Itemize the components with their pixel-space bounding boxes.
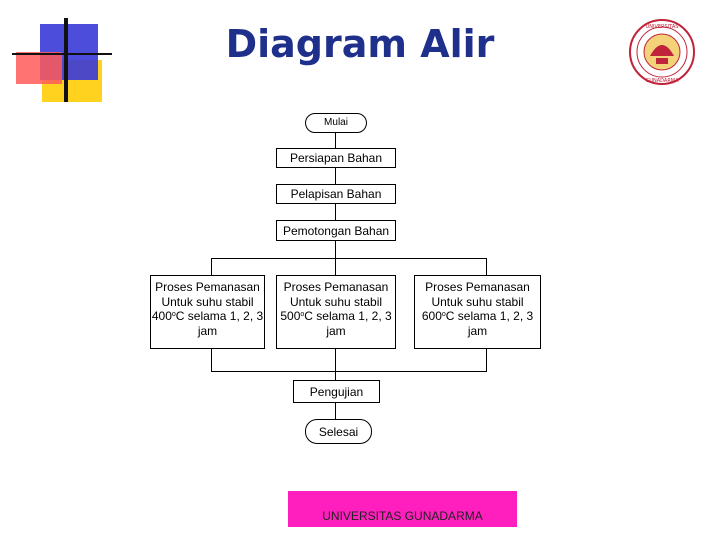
decor-red-square — [16, 52, 62, 84]
decor-horizontal-bar — [12, 53, 112, 55]
heating-line2: Untuk suhu stabil — [289, 294, 383, 309]
heating-line4: jam — [467, 323, 488, 338]
degree-symbol: o — [171, 311, 176, 318]
heating-line1: Proses Pemanasan — [283, 280, 389, 294]
heating-line1: Proses Pemanasan — [155, 280, 260, 294]
start-terminal: Mulai — [305, 113, 367, 133]
heating-line2: Untuk suhu stabil — [431, 294, 524, 309]
end-terminal: Selesai — [305, 419, 372, 444]
heating-line3: 600oC selama 1, 2, 3 — [422, 309, 533, 324]
heating-box-400: Proses Pemanasan Untuk suhu stabil 400oC… — [150, 275, 265, 349]
connector — [486, 258, 487, 276]
heating-temp: 600 — [421, 309, 442, 323]
heating-temp: 400 — [151, 309, 172, 323]
split-bar — [211, 258, 487, 259]
heating-duration: C selama 1, 2, 3 — [304, 309, 392, 323]
step-pemotongan-bahan: Pemotongan Bahan — [276, 220, 396, 241]
connector — [335, 203, 336, 220]
svg-text:GUNADARMA: GUNADARMA — [645, 78, 679, 84]
step-pelapisan-bahan: Pelapisan Bahan — [276, 184, 396, 204]
heating-duration: C selama 1, 2, 3 — [445, 309, 534, 323]
slide-title: Diagram Alir — [225, 22, 495, 66]
connector — [486, 348, 487, 372]
heating-line3: 500oC selama 1, 2, 3 — [280, 309, 391, 324]
connector — [211, 258, 212, 276]
merge-bar — [211, 371, 487, 372]
heating-line3: 400oC selama 1, 2, 3 — [152, 309, 263, 324]
heating-line2: Untuk suhu stabil — [161, 294, 254, 309]
degree-symbol: o — [441, 311, 446, 318]
connector — [335, 167, 336, 184]
connector — [335, 348, 336, 381]
heating-duration: C selama 1, 2, 3 — [175, 309, 264, 323]
connector — [335, 132, 336, 148]
footer-banner: UNIVERSITAS GUNADARMA — [288, 491, 517, 527]
heating-line4: jam — [197, 323, 218, 338]
university-logo: UNIVERSITAS GUNADARMA — [629, 19, 695, 85]
connector — [211, 348, 212, 372]
svg-text:UNIVERSITAS: UNIVERSITAS — [646, 24, 679, 30]
heating-line4: jam — [326, 323, 346, 338]
decor-vertical-bar — [64, 18, 68, 102]
heating-line1: Proses Pemanasan — [425, 280, 530, 294]
degree-symbol: o — [300, 311, 305, 318]
heating-box-500: Proses Pemanasan Untuk suhu stabil 500oC… — [276, 275, 396, 349]
step-pengujian: Pengujian — [293, 380, 380, 403]
connector — [335, 402, 336, 420]
heating-temp: 500 — [280, 309, 301, 323]
heating-box-600: Proses Pemanasan Untuk suhu stabil 600oC… — [414, 275, 541, 349]
step-persiapan-bahan: Persiapan Bahan — [276, 148, 396, 168]
